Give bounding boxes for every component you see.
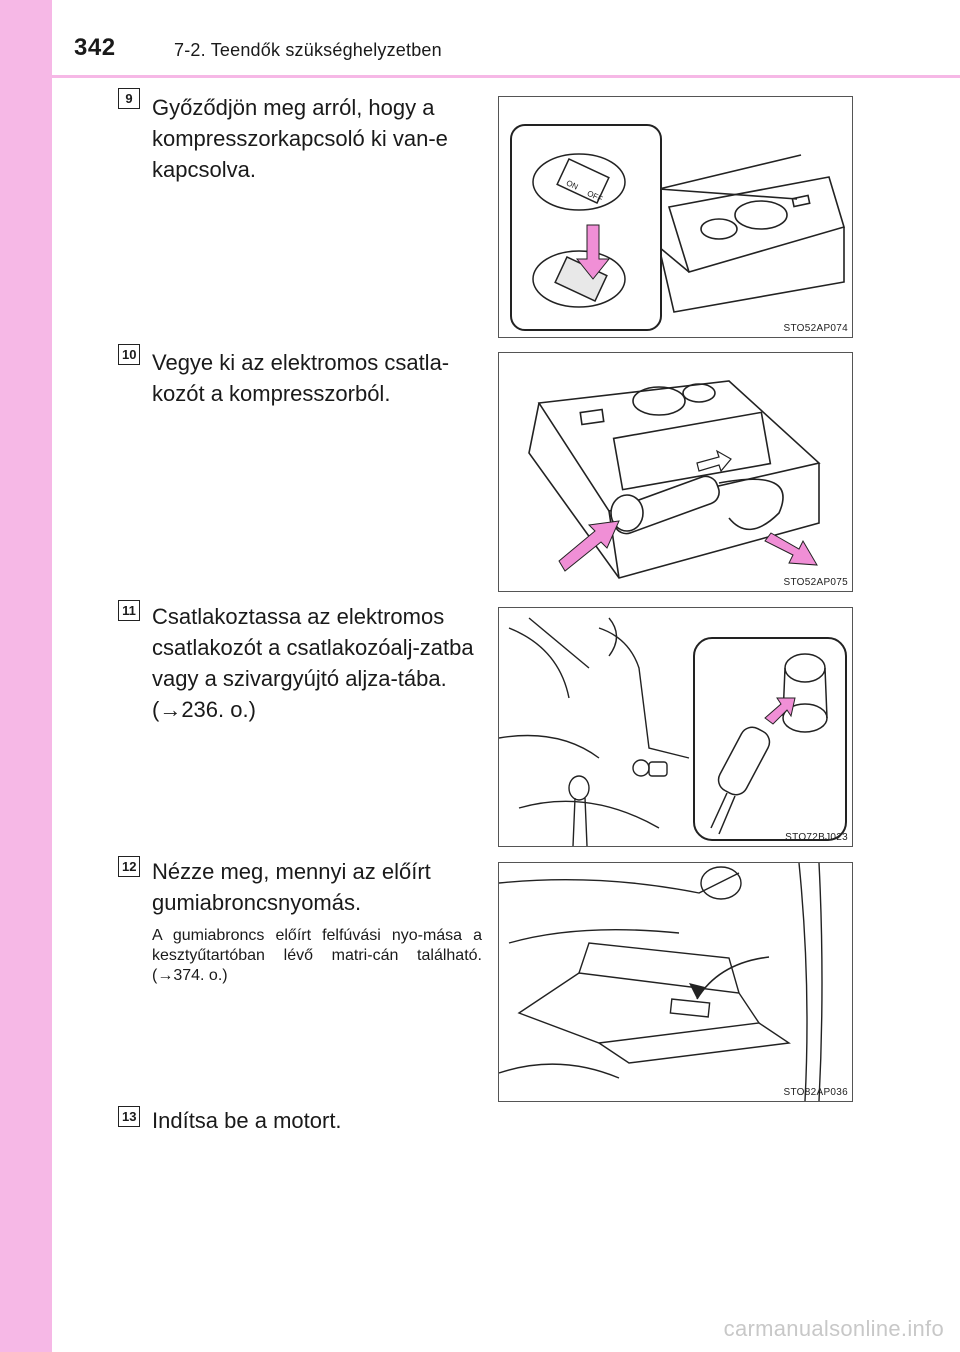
compressor-switch-illustration: ON OFF <box>510 124 845 331</box>
figure-compressor-switch: ON OFF STO52AP074 <box>498 96 853 338</box>
figure-code: STO82AP036 <box>783 1087 848 1098</box>
compressor-connector-illustration <box>528 380 821 579</box>
step-text: Csatlakoztassa az elektromos csatlakozót… <box>152 604 474 722</box>
step-number-badge: 9 <box>118 88 140 109</box>
step-number-badge: 12 <box>118 856 141 877</box>
step-number-badge: 11 <box>118 600 140 621</box>
figure-compressor-connector: STO52AP075 <box>498 352 853 592</box>
header-rule <box>52 75 960 78</box>
glovebox-label-illustration <box>499 863 823 1101</box>
step-text: Nézze meg, mennyi az előírt gumiabroncsn… <box>152 859 431 915</box>
section-title: 7-2. Teendők szükséghelyzetben <box>174 40 442 60</box>
step-text: Vegye ki az elektromos csatla-kozót a ko… <box>152 350 450 406</box>
pull-arrow-icon <box>558 520 620 572</box>
left-color-band <box>0 0 52 1352</box>
pull-arrow-icon <box>764 532 818 566</box>
step-text: Győződjön meg arról, hogy a kompresszork… <box>152 95 448 182</box>
step-text: Indítsa be a motort. <box>152 1108 342 1133</box>
figure-code: STO72BJ023 <box>785 832 848 843</box>
step-note: A gumiabroncs előírt felfúvási nyo-mása … <box>152 927 482 984</box>
release-arrow-icon <box>696 449 732 473</box>
figure-power-socket: STO72BJ023 <box>498 607 853 847</box>
press-arrow-icon <box>575 224 611 280</box>
page-number: 342 <box>74 34 116 61</box>
insert-arrow-icon <box>764 697 796 725</box>
pointer-arrow-icon <box>689 983 705 999</box>
step-number-badge: 10 <box>118 344 141 365</box>
figure-code: STO52AP075 <box>783 577 848 588</box>
step-number-badge: 13 <box>118 1106 141 1127</box>
power-socket-illustration <box>499 617 847 846</box>
footer-watermark[interactable]: carmanualsonline.info <box>723 1316 944 1341</box>
figure-glovebox-label: STO82AP036 <box>498 862 853 1102</box>
figure-code: STO52AP074 <box>783 323 848 334</box>
